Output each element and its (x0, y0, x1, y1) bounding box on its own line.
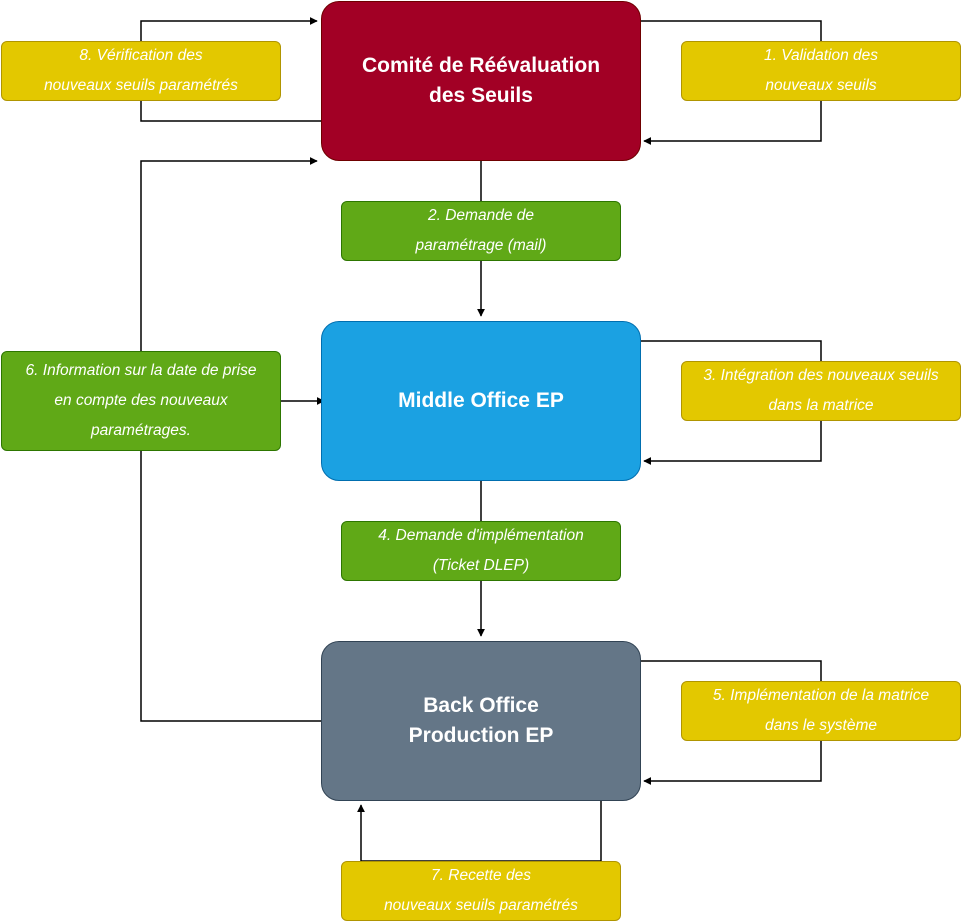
label-4-line-2: (Ticket DLEP) (432, 557, 530, 574)
label-8-line-2: nouveaux seuils paramétrés (44, 77, 238, 94)
label-7-recette: 7. Recette des nouveaux seuils paramétré… (341, 861, 621, 921)
label-6-line-1: 6. Information sur la date de prise (25, 362, 257, 379)
label-7-line-1: 7. Recette des (431, 867, 531, 884)
label-8-line-1: 8. Vérification des (79, 47, 203, 64)
label-3-line-2: dans la matrice (768, 397, 874, 414)
label-2-demande-parametrage: 2. Demande de paramétrage (mail) (341, 201, 621, 261)
label-4-demande-implementation: 4. Demande d'implémentation (Ticket DLEP… (341, 521, 621, 581)
label-1-line-1: 1. Validation des (763, 47, 879, 64)
label-6-line-2: en compte des nouveaux (54, 392, 228, 409)
node-back-line-1: Back Office (423, 694, 539, 717)
label-3-integration: 3. Intégration des nouveaux seuils dans … (681, 361, 961, 421)
label-5-implementation: 5. Implémentation de la matrice dans le … (681, 681, 961, 741)
node-back-line-2: Production EP (408, 724, 554, 747)
label-1-validation: 1. Validation des nouveaux seuils (681, 41, 961, 101)
node-middle-office[interactable]: Middle Office EP (321, 321, 641, 481)
label-6-line-3: paramétrages. (91, 422, 191, 439)
label-6-information: 6. Information sur la date de prise en c… (1, 351, 281, 451)
edge-recette-loop (357, 801, 602, 862)
label-7-line-2: nouveaux seuils paramétrés (384, 897, 578, 914)
label-4-line-1: 4. Demande d'implémentation (378, 527, 584, 544)
node-comite[interactable]: Comité de Réévaluation des Seuils (321, 1, 641, 161)
label-5-line-1: 5. Implémentation de la matrice (712, 687, 930, 704)
label-5-line-2: dans le système (765, 717, 877, 734)
node-comite-line-2: des Seuils (429, 84, 533, 107)
label-1-line-2: nouveaux seuils (765, 77, 877, 94)
label-2-line-1: 2. Demande de (428, 207, 534, 224)
node-back-office[interactable]: Back Office Production EP (321, 641, 641, 801)
node-middle-line-1: Middle Office EP (398, 389, 564, 412)
label-2-line-2: paramétrage (mail) (415, 237, 547, 254)
label-8-verification: 8. Vérification des nouveaux seuils para… (1, 41, 281, 101)
label-3-line-1: 3. Intégration des nouveaux seuils (703, 367, 939, 384)
node-comite-line-1: Comité de Réévaluation (361, 54, 601, 77)
